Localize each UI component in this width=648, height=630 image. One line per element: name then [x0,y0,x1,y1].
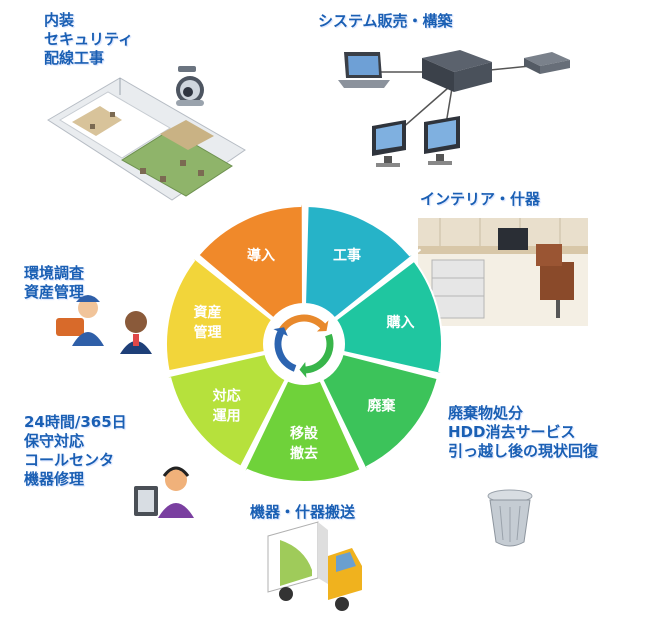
label-disposal: 廃棄物処分 HDD消去サービス 引っ越し後の現状回復 [448,404,599,460]
network-system-illustration [338,50,570,167]
label-support: 24時間/365日 保守対応 コールセンタ 機器修理 [24,413,127,488]
office-floorplan-illustration [47,77,246,201]
call-center-operator-icon [134,466,194,518]
wheel-segment-label-5-1: 運用 [213,409,241,425]
cycle-arrow-2 [274,329,297,372]
wheel-segment-5 [157,352,288,469]
wheel-segment-label-2-0: 購入 [386,314,415,331]
delivery-truck-icon [267,521,362,611]
wheel-segment-label-5-0: 対応 [212,388,241,405]
label-interior-fixtures: インテリア・什器 [420,190,541,208]
office-interior-photo [418,218,588,326]
cycle-arrowhead-0 [316,320,329,332]
wheel-segment-6 [165,250,274,373]
wheel-segment-4 [239,379,362,483]
wheel-segment-label-0-0: 導入 [247,247,275,264]
wheel-segment-label-4-0: 移設 [290,425,319,442]
cycle-arrowhead-1 [299,361,307,378]
cycle-arrow-0 [278,314,327,333]
label-transport: 機器・什器搬送 [250,503,356,521]
wheel-segment-label-1-0: 工事 [333,247,361,264]
wheel-segment-label-6-0: 資産 [193,304,221,321]
worker-icons [56,295,152,354]
wheel-segment-label-3-0: 廃棄 [367,398,396,415]
wheel-segment-1 [304,205,422,320]
security-camera-icon [176,66,204,106]
label-interior-security: 内装 セキュリティ 配線工事 [44,11,134,67]
wheel-segment-0 [196,193,304,320]
cycle-arrowhead-2 [273,327,288,337]
wheel-segment-3 [320,352,439,480]
trash-can-icon [487,489,533,547]
label-system-sales: システム販売・構築 [318,12,453,30]
label-survey-asset: 環境調査 資産管理 [24,264,85,301]
wheel-segment-label-4-1: 撤去 [290,445,318,462]
cycle-arrow-1 [303,333,334,374]
wheel-segment-label-6-1: 管理 [193,324,221,341]
wheel-segment-2 [334,259,451,378]
